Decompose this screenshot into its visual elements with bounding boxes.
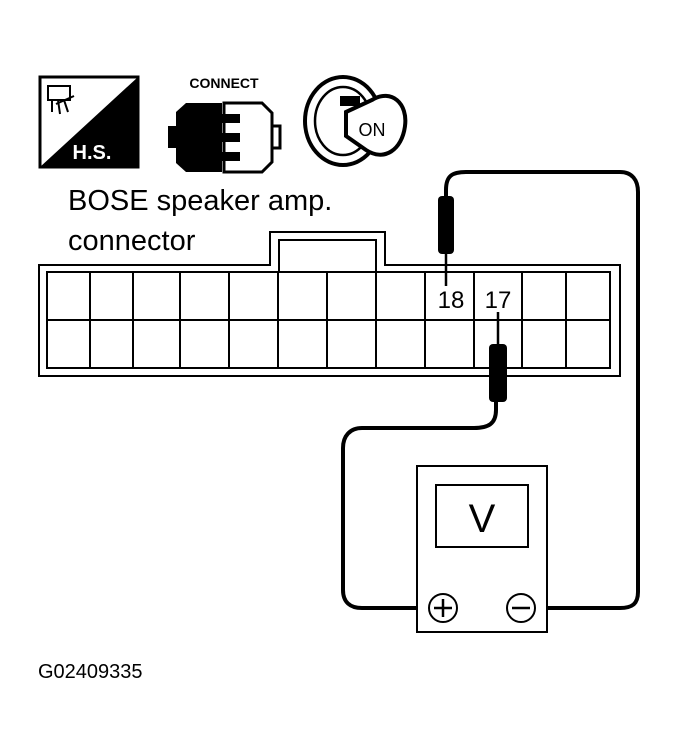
pin-18-label: 18 xyxy=(438,287,465,314)
harness-sign-label: H.S. xyxy=(73,142,112,164)
meter-voltage-symbol: V xyxy=(469,497,496,541)
connector-title-line2: connector xyxy=(68,225,196,257)
probe-negative xyxy=(438,196,454,286)
harness-sign-icon: H.S. xyxy=(38,75,140,169)
ignition-on-icon: ON xyxy=(303,75,408,167)
minus-terminal-icon: − xyxy=(506,593,536,623)
connect-label: CONNECT xyxy=(189,75,259,91)
pin-17-label: 17 xyxy=(485,287,512,314)
voltmeter: V + − xyxy=(416,465,548,633)
connector-body: 18 17 xyxy=(38,231,621,377)
connector-title-line1: BOSE speaker amp. xyxy=(68,185,332,217)
test-leads xyxy=(341,170,640,610)
connect-icon: CONNECT xyxy=(168,75,282,174)
probe-positive xyxy=(489,312,507,402)
figure-code: G02409335 xyxy=(38,661,143,683)
plus-terminal-icon: + xyxy=(428,593,458,623)
ignition-on-label: ON xyxy=(359,120,386,140)
